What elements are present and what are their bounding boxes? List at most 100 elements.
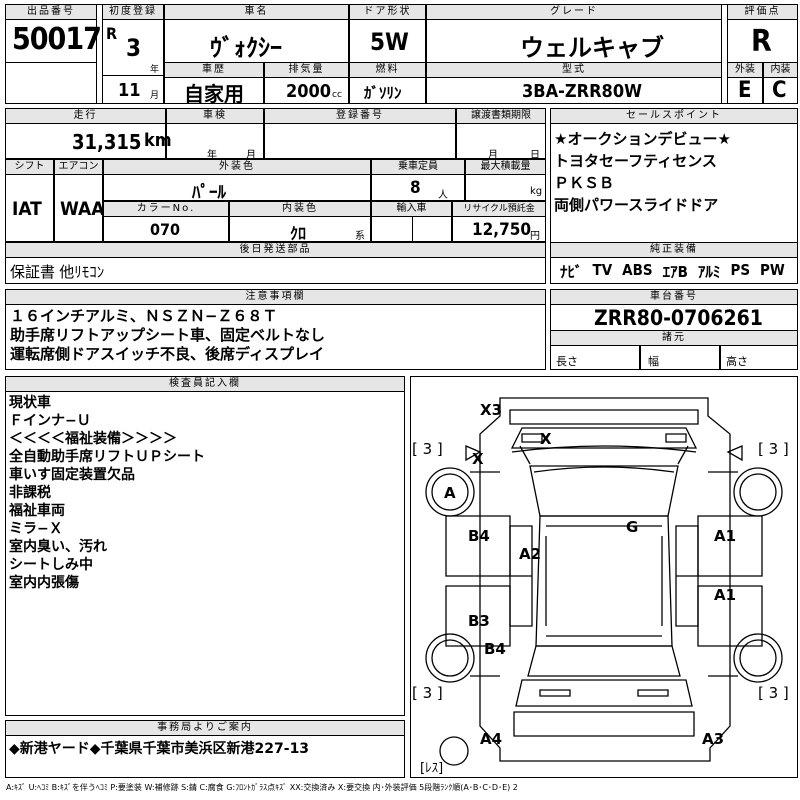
equipment-header: 純正装備 — [550, 242, 798, 258]
capacity-unit: 人 — [438, 190, 448, 201]
door-header: ドア形状 — [349, 4, 426, 20]
inspection-header: 車検 — [166, 108, 264, 124]
month-unit: 月 — [150, 91, 160, 101]
int-grade-cell — [763, 77, 798, 104]
load-cell — [465, 174, 546, 201]
cc-unit: cc — [332, 90, 342, 100]
sales-header: セールスポイント — [550, 108, 798, 124]
lot-blank-cell — [5, 62, 97, 104]
height-cell — [720, 345, 798, 370]
ac: WAA — [60, 198, 105, 220]
mileage: 31,315 — [72, 130, 142, 154]
insp-month-unit: 月 — [246, 150, 256, 161]
inspector-line: シートしみ中 — [9, 557, 93, 573]
damage-mark: X3 — [480, 401, 503, 419]
color-cell — [103, 174, 371, 201]
damage-mark: G — [626, 518, 639, 536]
damage-mark: A1 — [714, 586, 737, 604]
inspector-header: 検査員記入欄 — [5, 376, 405, 392]
inspector-line: 現状車 — [9, 395, 51, 411]
damage-mark: X — [472, 450, 484, 468]
plate-header: 登録番号 — [264, 108, 456, 124]
mileage-header: 走行 — [5, 108, 166, 124]
insp-year-unit: 年 — [207, 150, 217, 161]
sales-point-line: ＰＫＳＢ — [554, 174, 615, 192]
displacement-header: 排気量 — [264, 62, 349, 78]
damage-diagram-panel — [410, 376, 798, 778]
damage-mark: A1 — [714, 527, 737, 545]
model-cell — [426, 77, 722, 104]
capacity: 8 — [410, 178, 421, 198]
note-line: 助手席リフトアップシート車、固定ベルトなし — [10, 326, 326, 344]
import-cell — [371, 216, 452, 242]
reg-month-cell — [102, 75, 164, 104]
inspector-notes: 現状車 Ｆインナ−Ｕ ＜＜＜＜福祉装備＞＞＞＞ 全自動助手席リフトＵＰシート 車… — [9, 394, 205, 592]
recycle-unit: 円 — [530, 231, 540, 242]
ext-header: 外装 — [727, 62, 763, 78]
damage-mark: X — [540, 430, 552, 448]
transfer-day-unit: 日 — [530, 150, 540, 161]
damage-mark: B4 — [484, 640, 506, 658]
inspector-line: ミラ−Ｘ — [9, 521, 63, 537]
shift-header: シフト — [5, 159, 54, 175]
color-no-header: カラーNo. — [103, 201, 229, 217]
lot-no-header: 出品番号 — [5, 4, 97, 20]
office-header: 事務局よりご案内 — [5, 720, 405, 736]
import-header: 輸入車 — [371, 201, 452, 217]
inspector-line: Ｆインナ−Ｕ — [9, 413, 91, 429]
inspector-line: 室内臭い、汚れ — [9, 539, 107, 555]
length-label: 長さ — [556, 355, 578, 368]
notes-body: １６インチアルミ、ＮＳＺＮ−Ｚ６８Ｔ 助手席リフトアップシート車、固定ベルトなし… — [10, 307, 325, 364]
capacity-header: 乗車定員 — [371, 159, 465, 175]
door-type: 5W — [370, 28, 409, 56]
ac-header: エアコン — [54, 159, 103, 175]
equipment-item: ABS — [622, 261, 653, 279]
score: R — [751, 24, 772, 59]
transfer-cell — [456, 123, 546, 159]
sales-point-line: 両側パワースライドドア — [554, 196, 719, 214]
inspector-line: 非課税 — [9, 485, 51, 501]
color-no-cell — [103, 216, 229, 242]
sales-point-line: トヨタセーフティセンス — [554, 152, 717, 170]
history-header: 車歴 — [164, 62, 264, 78]
import-divider — [412, 216, 413, 242]
int-color-unit: 系 — [355, 231, 365, 242]
notes-header: 注意事項欄 — [5, 289, 546, 305]
lot-number: 50017 — [12, 22, 102, 57]
displacement: 2000 — [286, 81, 332, 102]
office-text: ◆新港ヤード◆千葉県千葉市美浜区新港227-13 — [9, 741, 310, 757]
displacement-cell — [264, 77, 349, 104]
ext-grade: E — [738, 78, 752, 103]
chassis-number: ZRR80-0706261 — [594, 306, 763, 330]
equipment-item: ｱﾙﾐ — [697, 263, 721, 281]
color-header: 外装色 — [103, 159, 371, 175]
inspector-line: 室内内張傷 — [9, 575, 79, 591]
equipment-item: TV — [592, 261, 613, 279]
chassis-header: 車台番号 — [550, 289, 798, 305]
later-parts-header: 後日発送部品 — [5, 242, 546, 258]
ac-cell — [54, 174, 103, 242]
grade-header: グレード — [426, 4, 722, 20]
later-parts: 保証書 他ﾘﾓｺﾝ — [10, 263, 105, 281]
car-name: ｳﾞｫｸｼｰ — [210, 34, 282, 62]
score-header: 評価点 — [727, 4, 798, 20]
first-reg-header: 初度登録 — [102, 4, 164, 20]
spare-tire: [ﾚｽ] — [420, 761, 444, 776]
legend: A:ｷｽﾞ U:ﾍｺﾐ B:ｷｽﾞを伴うﾍｺﾐ P:要塗装 W:補修跡 S:錆 … — [6, 783, 518, 792]
history: 自家用 — [184, 82, 244, 106]
note-line: 運転席側ドアスイッチ不良、後席ディスプレイ — [10, 345, 324, 363]
damage-mark: A4 — [480, 730, 503, 748]
inspector-line: ＜＜＜＜福祉装備＞＞＞＞ — [9, 431, 177, 447]
model-header: 型式 — [426, 62, 722, 78]
inspection-cell — [166, 123, 264, 159]
model-code: 3BA-ZRR80W — [522, 81, 642, 102]
reg-month: 11 — [118, 80, 141, 101]
damage-mark: A — [444, 484, 456, 502]
transfer-header: 譲渡書類期限 — [456, 108, 546, 124]
inspector-line: 全自動助手席リフトＵＰシート — [9, 449, 205, 465]
spec-header: 諸元 — [550, 330, 798, 346]
damage-mark: B4 — [468, 527, 490, 545]
note-line: １６インチアルミ、ＮＳＺＮ−Ｚ６８Ｔ — [10, 307, 278, 325]
ext-grade-cell — [727, 77, 763, 104]
reg-year: 3 — [126, 34, 142, 62]
